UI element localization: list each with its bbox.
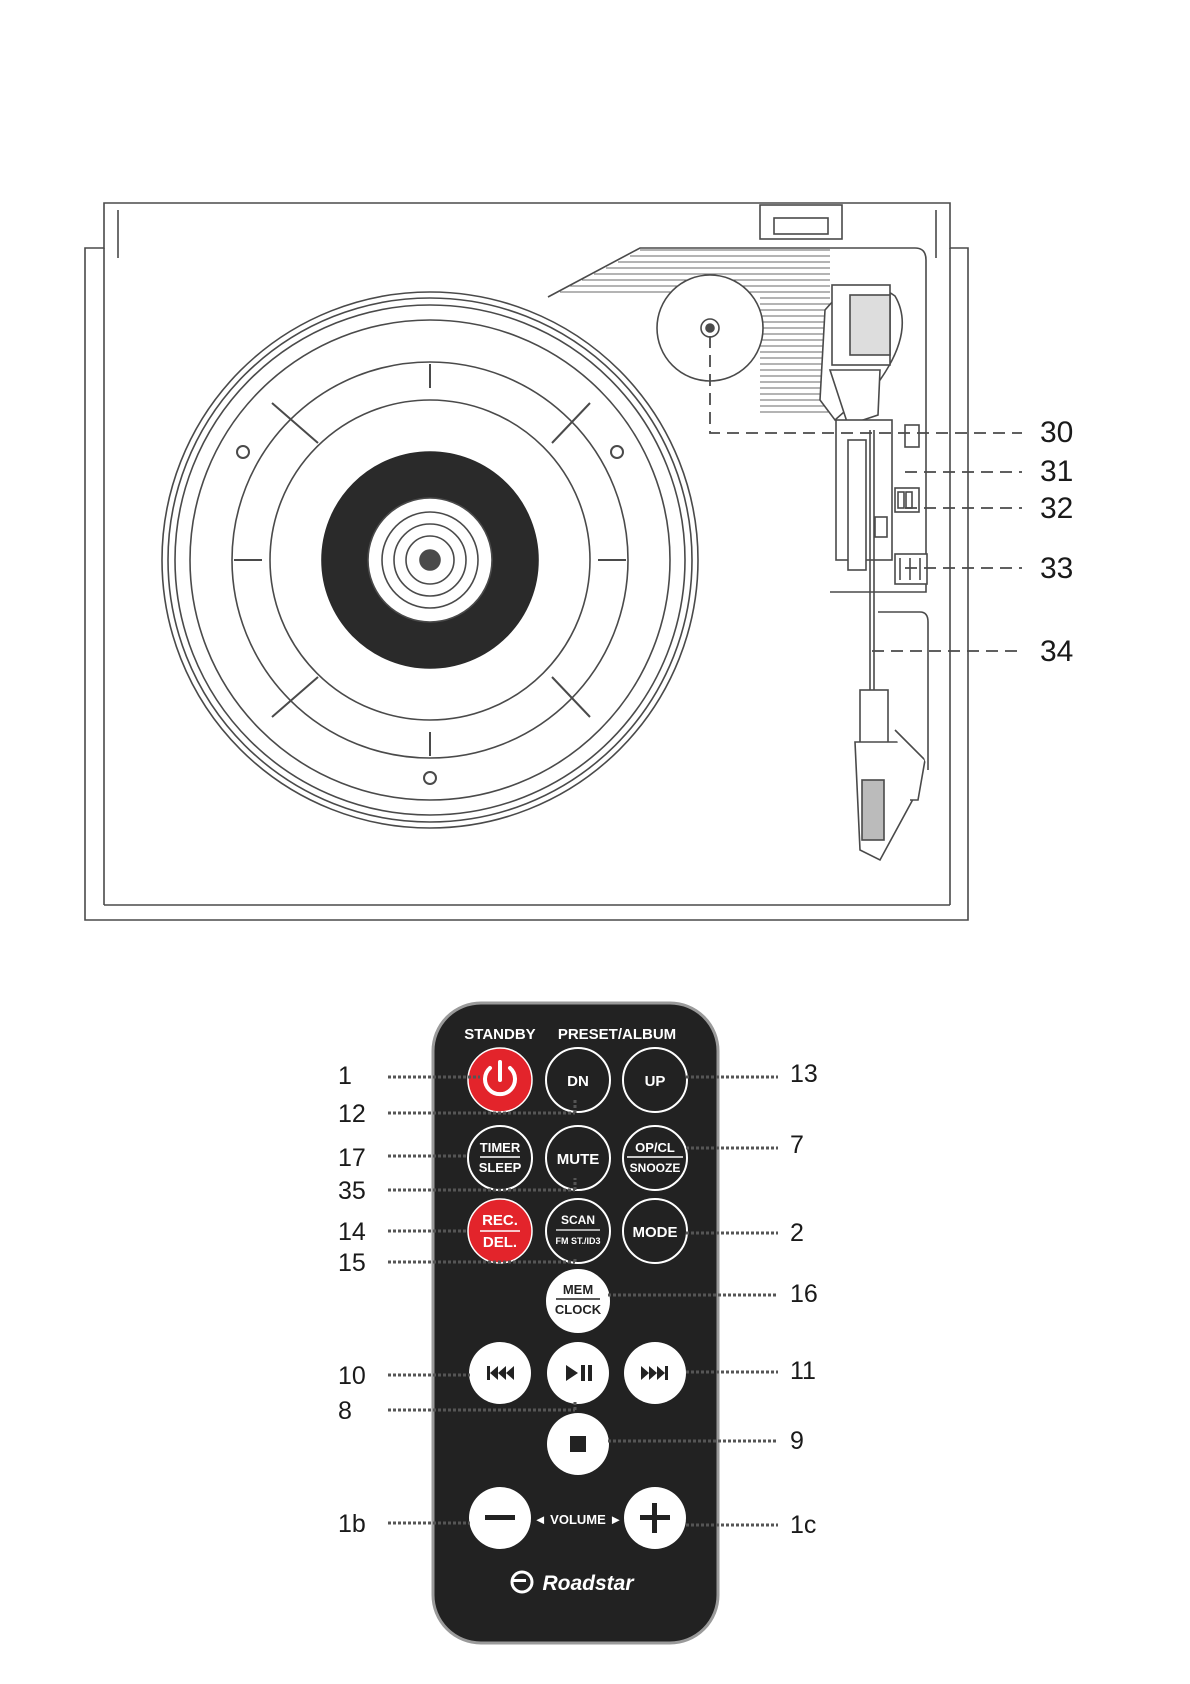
callout-12: 12 (338, 1100, 366, 1128)
volume-down-button[interactable] (469, 1487, 531, 1549)
callout-1b: 1b (338, 1510, 366, 1538)
preset-down-label: DN (567, 1073, 589, 1090)
callout-35: 35 (338, 1177, 366, 1205)
play-pause-button[interactable] (547, 1342, 609, 1404)
stop-button[interactable] (547, 1413, 609, 1475)
timer-sleep-button[interactable]: TIMER SLEEP (468, 1126, 532, 1190)
timer-label: TIMER (480, 1140, 521, 1155)
minus-icon (485, 1515, 515, 1520)
callout-9: 9 (790, 1427, 804, 1455)
callout-31: 31 (1040, 455, 1073, 488)
callout-32: 32 (1040, 492, 1073, 525)
clock-label: CLOCK (555, 1302, 602, 1317)
snooze-label: SNOOZE (630, 1161, 681, 1175)
volume-up-button[interactable] (624, 1487, 686, 1549)
remote-control: STANDBY PRESET/ALBUM DN UP TIMER SLEEP (433, 1003, 718, 1643)
callout-11: 11 (790, 1357, 816, 1385)
volume-label: ◄ VOLUME ► (534, 1512, 623, 1527)
callout-15: 15 (338, 1249, 366, 1277)
preset-down-button[interactable]: DN (546, 1048, 610, 1112)
previous-track-button[interactable] (469, 1342, 531, 1404)
callout-13: 13 (790, 1060, 818, 1088)
callout-7: 7 (790, 1131, 804, 1159)
remote-callouts-left: 1 12 17 35 14 15 10 8 1b (338, 1062, 366, 1538)
sleep-label: SLEEP (479, 1160, 522, 1175)
standby-button[interactable] (468, 1048, 532, 1112)
callout-10: 10 (338, 1362, 366, 1390)
scan-fmst-button[interactable]: SCAN FM ST./ID3 (546, 1199, 610, 1263)
mode-label: MODE (633, 1224, 678, 1241)
rec-del-button[interactable]: REC. DEL. (468, 1199, 532, 1263)
turntable-callouts: 30 31 32 33 34 (1040, 416, 1073, 668)
standby-header: STANDBY (464, 1026, 535, 1043)
preset-up-label: UP (645, 1073, 666, 1090)
preset-up-button[interactable]: UP (623, 1048, 687, 1112)
remote-callouts-right: 13 7 2 16 11 9 1c (790, 1060, 818, 1539)
preset-album-header: PRESET/ALBUM (558, 1026, 676, 1043)
spindle (420, 550, 440, 570)
mode-button[interactable]: MODE (623, 1199, 687, 1263)
callout-30: 30 (1040, 416, 1073, 449)
callout-8: 8 (338, 1397, 352, 1425)
stop-icon (570, 1436, 586, 1452)
callout-33: 33 (1040, 552, 1073, 585)
callout-1: 1 (338, 1062, 352, 1090)
mute-button[interactable]: MUTE (546, 1126, 610, 1190)
callout-16: 16 (790, 1280, 818, 1308)
scan-label: SCAN (561, 1213, 595, 1227)
mute-label: MUTE (557, 1151, 600, 1168)
callout-34: 34 (1040, 635, 1073, 668)
rec-label: REC. (482, 1212, 518, 1229)
mem-label: MEM (563, 1282, 593, 1297)
opcl-snooze-button[interactable]: OP/CL SNOOZE (623, 1126, 687, 1190)
brand-name: Roadstar (542, 1572, 635, 1595)
del-label: DEL. (483, 1234, 517, 1251)
turntable-illustration (85, 203, 1022, 920)
opcl-label: OP/CL (635, 1140, 675, 1155)
fmst-label: FM ST./ID3 (555, 1236, 600, 1246)
callout-2: 2 (790, 1219, 804, 1247)
callout-17: 17 (338, 1144, 366, 1172)
next-track-button[interactable] (624, 1342, 686, 1404)
mem-clock-button[interactable]: MEM CLOCK (547, 1270, 609, 1332)
callout-14: 14 (338, 1218, 366, 1246)
callout-1c: 1c (790, 1511, 816, 1539)
